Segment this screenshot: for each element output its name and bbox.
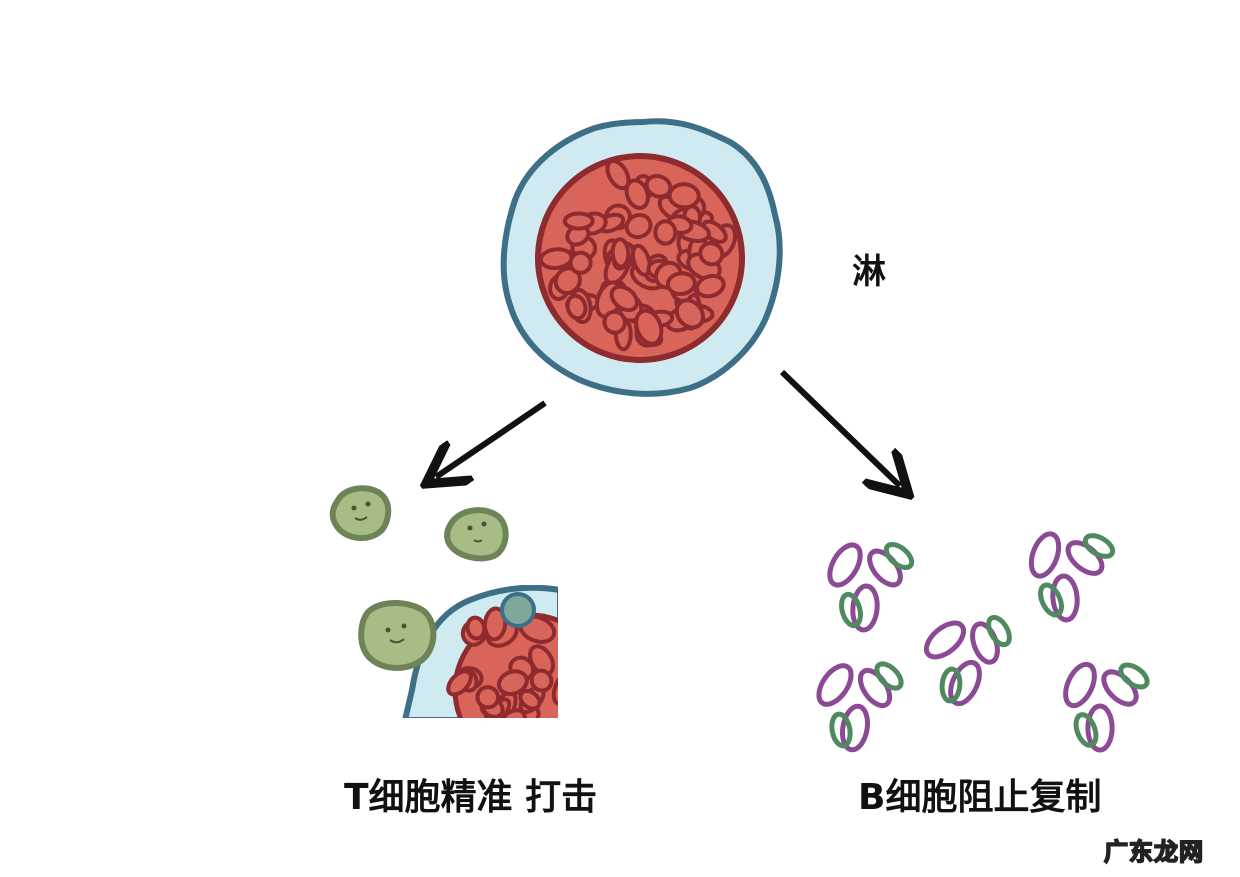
arrow-to-t-cells	[436, 400, 547, 477]
light-chain-loop	[874, 661, 904, 691]
tumor-cell	[653, 219, 678, 246]
heavy-chain-loop	[1028, 531, 1062, 579]
light-chain-loop	[839, 591, 863, 629]
arrow-to-b-cells	[779, 369, 900, 486]
tumor-cell	[624, 212, 653, 240]
tumor-cell	[634, 308, 664, 346]
side-character: 淋	[852, 252, 886, 292]
t-cell-faces	[351, 501, 487, 644]
lymphoma-cell	[500, 118, 783, 397]
tumor-cell	[538, 247, 574, 270]
heavy-chain-loop	[816, 663, 854, 707]
t-cell-label: T细胞精准 打击	[344, 777, 598, 818]
tumor-cell	[518, 688, 542, 711]
tumor-cell	[500, 708, 527, 718]
tumor-cell	[602, 309, 627, 335]
b-cell-label: B细胞阻止复制	[858, 777, 1102, 818]
tumor-cell	[698, 241, 725, 267]
tumor-cell	[509, 735, 528, 763]
tumor-cell	[674, 298, 705, 330]
light-chain-loop	[939, 666, 963, 704]
t-cells	[329, 485, 606, 766]
tumor-cell	[565, 293, 588, 321]
heavy-chain-loop	[839, 703, 871, 753]
tumor-cell	[496, 669, 529, 696]
tumor-cell	[568, 250, 593, 275]
t-cell	[444, 507, 509, 562]
light-chain-loop	[883, 541, 915, 571]
heavy-chain-loop	[923, 620, 967, 660]
t-cell	[358, 600, 437, 671]
tumor-cell	[624, 178, 650, 210]
tumor-cell	[475, 685, 501, 710]
tumor-cell	[567, 652, 591, 690]
tumor-cell	[565, 640, 598, 669]
heavy-chain-loop	[827, 542, 863, 588]
tumor-cell	[465, 615, 487, 641]
t-cell	[329, 485, 392, 541]
light-chain-loop	[1118, 662, 1150, 690]
tumor-cell	[562, 211, 595, 231]
heavy-chain-loop	[850, 583, 880, 633]
tumor-cell	[561, 645, 593, 678]
tumor-cell	[557, 622, 558, 647]
tumor-cell	[508, 728, 550, 766]
antibodies	[816, 531, 1150, 753]
light-chain-loop	[1073, 712, 1099, 748]
tumor-cell	[610, 237, 631, 269]
tumor-cell	[551, 668, 558, 706]
heavy-chain-loop	[948, 659, 982, 707]
heavy-chain-loop	[1085, 703, 1115, 753]
heavy-chain-loop	[1050, 573, 1080, 623]
tumor-cell	[529, 668, 554, 693]
watermark-logo: 广东龙网	[1103, 837, 1204, 867]
tumor-cell	[446, 669, 473, 697]
heavy-chain-loop	[1063, 661, 1097, 709]
tumor-cell	[630, 243, 652, 277]
tumor-cell	[567, 669, 606, 704]
light-chain-loop	[829, 711, 853, 749]
light-chain-loop	[986, 614, 1012, 648]
tumor-cell	[665, 271, 697, 297]
tumor-cell	[558, 638, 583, 665]
tumor-cell	[609, 284, 639, 313]
t-cell-attacking-cancer-cell	[402, 585, 606, 766]
tumor-cell	[482, 606, 508, 642]
light-chain-loop	[1082, 533, 1116, 559]
tumor-cell	[667, 182, 701, 210]
light-chain-loop	[1038, 582, 1064, 618]
